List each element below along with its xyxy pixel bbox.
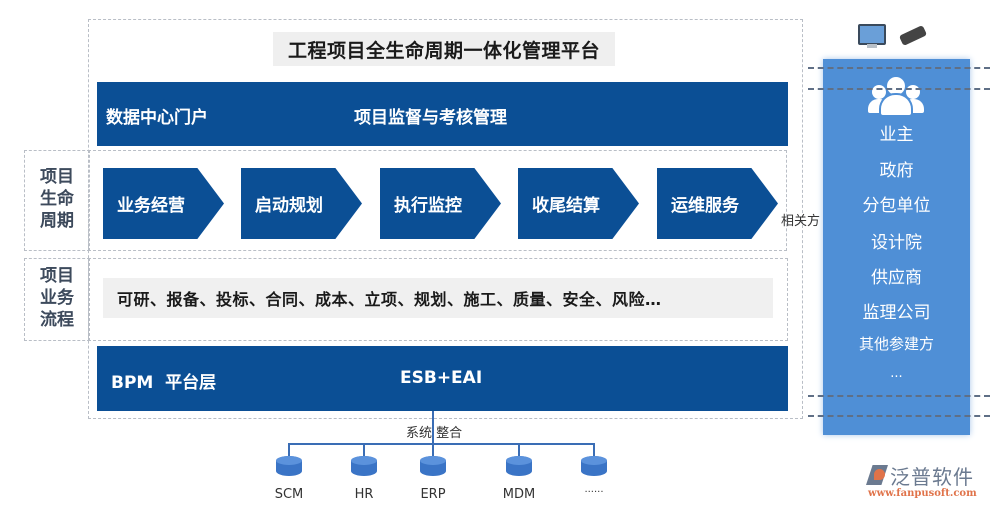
logo: 泛普软件 www.fanpusoft.com [866, 463, 994, 507]
database-icon-more [581, 456, 607, 476]
stakeholder-panel: 业主 政府 分包单位 设计院 供应商 监理公司 其他参建方 ... [823, 59, 970, 435]
database-icon-erp [420, 456, 446, 476]
stage-startup-planning: 启动规划 [241, 168, 362, 239]
system-scm: SCM [274, 487, 304, 502]
portal-bar: 数据中心门户 项目监督与考核管理 [97, 82, 788, 146]
logo-url: www.fanpusoft.com [868, 488, 977, 499]
stakeholder-government: 政府 [879, 161, 914, 181]
stage-operation-service: 运维服务 [657, 168, 778, 239]
business-flow-label: 项目 业务 流程 [40, 266, 74, 330]
database-icon-mdm [506, 456, 532, 476]
database-icon-scm [276, 456, 302, 476]
stakeholder-supervision-company: 监理公司 [862, 303, 931, 323]
guide-line-bottom-1 [808, 395, 990, 397]
integration-bus [288, 443, 594, 445]
stakeholder-owner: 业主 [879, 125, 914, 145]
business-flow-items: 可研、报备、投标、合同、成本、立项、规划、施工、质量、安全、风险… [103, 278, 773, 318]
flow-label-frame [24, 258, 90, 341]
project-supervision: 项目监督与考核管理 [354, 108, 507, 128]
devices-icon [858, 24, 933, 52]
stakeholder-supplier: 供应商 [871, 268, 922, 288]
guide-line-bottom-2 [808, 415, 990, 417]
logo-name: 泛普软件 [890, 465, 974, 489]
stage-business-operation: 业务经营 [103, 168, 224, 239]
logo-mark-icon [866, 465, 888, 485]
stakeholder-more: ... [890, 366, 903, 381]
lifecycle-row-frame [88, 150, 787, 251]
stakeholder-other-parties: 其他参建方 [858, 335, 934, 353]
stage-execution-monitoring: 执行监控 [380, 168, 501, 239]
users-group-icon [868, 75, 924, 115]
integration-label: 系统 整合 [406, 426, 463, 441]
platform-bar: BPM 平台层 ESB+EAI [97, 346, 788, 411]
bpm-platform-layer: BPM 平台层 [111, 373, 217, 393]
branch-more [593, 443, 595, 457]
branch-hr [363, 443, 365, 457]
related-parties-label: 相关方 [781, 214, 821, 229]
integration-trunk [432, 411, 434, 459]
lifecycle-label-frame [24, 150, 90, 251]
database-icon-hr [351, 456, 377, 476]
system-erp: ERP [420, 487, 446, 502]
stakeholder-design-institute: 设计院 [871, 233, 922, 253]
stage-closing-settlement: 收尾结算 [518, 168, 639, 239]
data-center-portal: 数据中心门户 [106, 108, 208, 128]
branch-scm [288, 443, 290, 457]
stakeholder-subcontractor: 分包单位 [862, 196, 931, 216]
system-hr: HR [354, 487, 374, 502]
guide-line-top-2 [808, 88, 990, 90]
esb-eai: ESB+EAI [400, 368, 483, 388]
system-mdm: MDM [502, 487, 536, 502]
flow-row-frame [88, 258, 788, 341]
branch-mdm [518, 443, 520, 457]
diagram-title: 工程项目全生命周期一体化管理平台 [273, 32, 615, 66]
guide-line-top-1 [808, 67, 990, 69]
system-more: ...... [584, 484, 604, 495]
lifecycle-label: 项目 生命 周期 [40, 167, 74, 231]
